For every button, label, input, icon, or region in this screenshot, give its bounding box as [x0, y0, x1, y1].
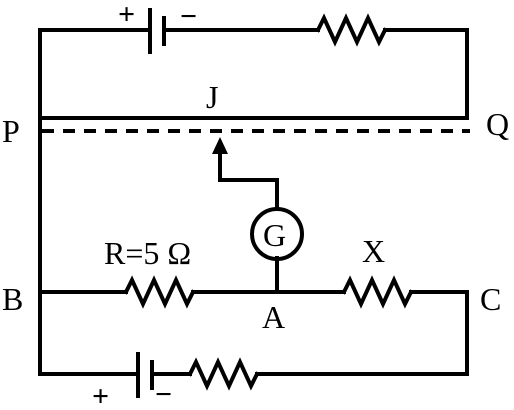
label-a: A [262, 299, 285, 335]
label-x: X [362, 233, 385, 269]
jockey-arrow-icon [212, 137, 228, 154]
resistor-r [123, 275, 196, 309]
top-battery-minus-sign: − [180, 0, 197, 33]
g-to-jockey-wire [218, 148, 279, 211]
label-j: J [206, 79, 218, 115]
label-g: G [263, 217, 286, 253]
label-b: B [2, 281, 23, 317]
top-resistor [315, 13, 388, 47]
middle-branch [38, 275, 469, 376]
resistor-x [341, 275, 414, 309]
bottom-battery-minus-sign: − [155, 378, 172, 410]
bottom-loop [38, 352, 469, 398]
label-c: C [480, 281, 501, 317]
top-battery-plus-sign: + [118, 0, 135, 31]
bottom-resistor [187, 357, 260, 391]
top-left-wire [38, 28, 152, 120]
galvanometer-branch [212, 137, 304, 294]
label-q: Q [486, 106, 509, 142]
label-p: P [2, 113, 20, 149]
label-r: R=5 Ω [104, 235, 191, 271]
top-right-wire [38, 28, 469, 120]
x-to-c-wire [409, 290, 469, 376]
top-loop [38, 8, 469, 120]
bottom-battery-plus-sign: + [92, 380, 109, 410]
